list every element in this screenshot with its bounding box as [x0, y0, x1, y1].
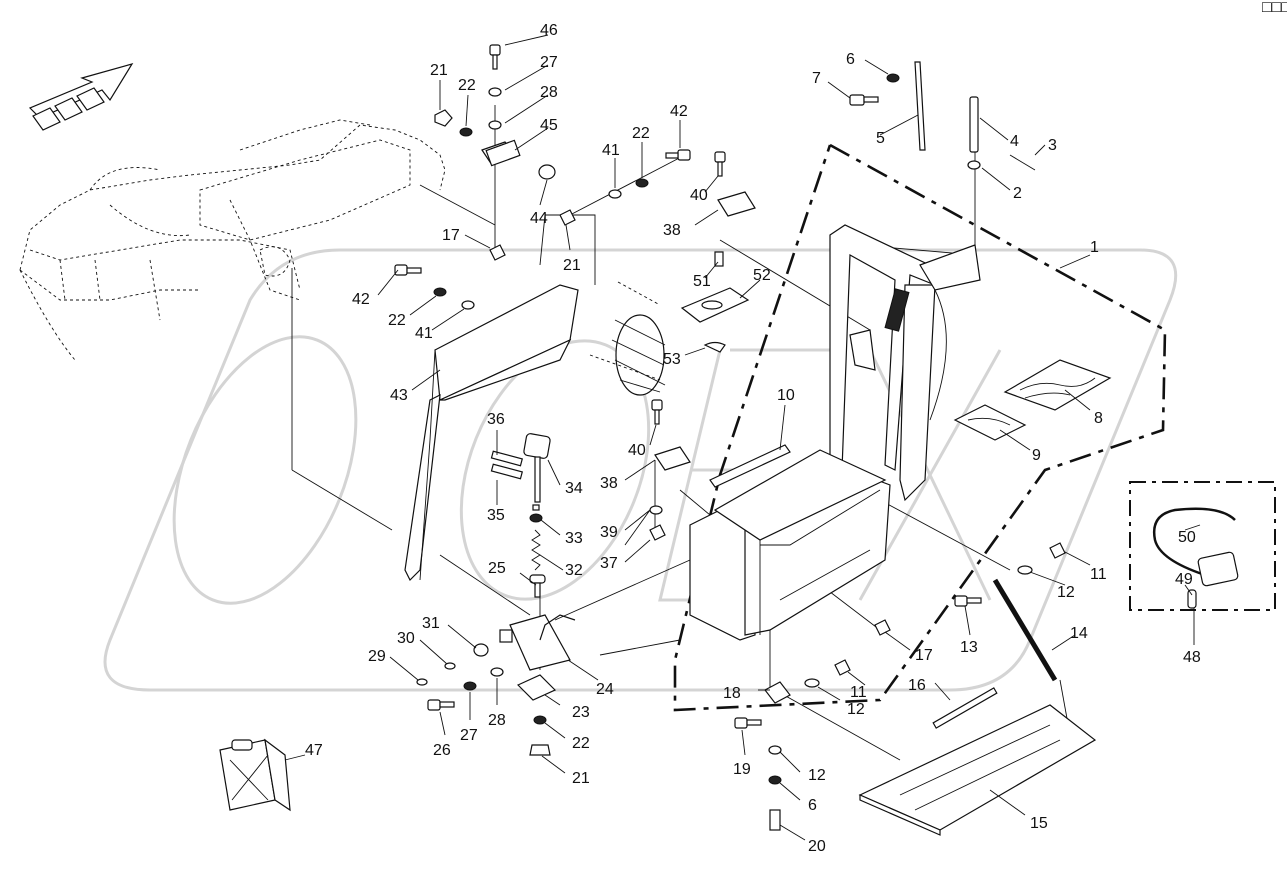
callout-43: 43: [390, 387, 408, 404]
callout-17: 17: [442, 227, 460, 244]
callout-21: 21: [430, 62, 448, 79]
callout-1: 1: [1090, 239, 1099, 256]
callout-33: 33: [565, 530, 583, 547]
decal-8-pattern: [1019, 377, 1096, 399]
callout-34: 34: [565, 480, 583, 497]
callout-12: 12: [1057, 584, 1075, 601]
callout-16: 16: [908, 677, 926, 694]
callout-11: 11: [1090, 566, 1107, 583]
callout-27: 27: [540, 54, 558, 71]
callout-37: 37: [600, 555, 618, 572]
callout-39: 39: [600, 524, 618, 541]
callout-13: 13: [960, 639, 978, 656]
decal-8: [1003, 359, 1112, 411]
mesh-roll: [589, 281, 666, 396]
callout-48: 48: [1183, 649, 1201, 666]
callout-35: 35: [487, 507, 505, 524]
callout-22: 22: [458, 77, 476, 94]
decal-9-pattern: [967, 417, 1011, 426]
callout-23: 23: [572, 704, 590, 721]
callout-25: 25: [488, 560, 506, 577]
callout-30: 30: [397, 630, 415, 647]
callout-labels: 46 27 21 22 28 45 42 22 41 40 44 17 38 2…: [305, 22, 1201, 855]
hinge-bracket: [499, 614, 576, 671]
callout-36: 36: [487, 411, 505, 428]
callout-26: 26: [433, 742, 451, 759]
callout-10: 10: [777, 387, 795, 404]
callout-24: 24: [596, 681, 614, 698]
callout-leaders: [284, 34, 1201, 841]
tractor-frame: [19, 119, 446, 361]
strap-5: [914, 61, 926, 151]
callout-40: 40: [628, 442, 646, 459]
callout-15: 15: [1030, 815, 1048, 832]
cable-50: [1152, 507, 1239, 609]
side-panel: [404, 284, 579, 582]
callout-17: 17: [915, 647, 933, 664]
callout-52: 52: [753, 267, 771, 284]
callout-6: 6: [846, 51, 855, 68]
callout-51: 51: [693, 273, 711, 290]
callout-7: 7: [812, 70, 821, 87]
callout-28: 28: [540, 84, 558, 101]
callout-22: 22: [388, 312, 406, 329]
callout-38: 38: [600, 475, 618, 492]
callout-41: 41: [415, 325, 433, 342]
callout-5: 5: [876, 130, 885, 147]
callout-4: 4: [1010, 133, 1019, 150]
callout-38: 38: [663, 222, 681, 239]
pin-4: [969, 96, 1036, 171]
callout-21: 21: [563, 257, 581, 274]
callout-28: 28: [488, 712, 506, 729]
callout-12: 12: [808, 767, 826, 784]
callout-9: 9: [1032, 447, 1041, 464]
callout-22: 22: [632, 125, 650, 142]
callout-47: 47: [305, 742, 323, 759]
callout-6: 6: [808, 797, 817, 814]
direction-arrow-icon: [28, 63, 134, 131]
callout-42: 42: [352, 291, 370, 308]
washer-2: [967, 160, 981, 170]
callout-44: 44: [530, 210, 548, 227]
kit-48-boundary: [1129, 481, 1276, 611]
fasteners: [394, 44, 1066, 831]
callout-46: 46: [540, 22, 558, 39]
callout-22: 22: [572, 735, 590, 752]
toolbox-group-boundary: [673, 143, 1167, 712]
callout-49: 49: [1175, 571, 1193, 588]
callout-3: 3: [1048, 137, 1057, 154]
callout-32: 32: [565, 562, 583, 579]
clamp-45: [485, 139, 521, 167]
callout-40: 40: [690, 187, 708, 204]
callout-8: 8: [1094, 410, 1103, 427]
callout-41: 41: [602, 142, 620, 159]
callout-29: 29: [368, 648, 386, 665]
corner-mark: □□□: [1262, 0, 1287, 16]
decal-9: [953, 404, 1027, 441]
toolbox: [689, 449, 891, 641]
callout-20: 20: [808, 838, 826, 855]
rod-16: [932, 687, 998, 729]
callout-21: 21: [572, 770, 590, 787]
callout-19: 19: [733, 761, 751, 778]
callout-14: 14: [1070, 625, 1088, 642]
callout-27: 27: [460, 727, 478, 744]
callout-53: 53: [663, 351, 681, 368]
callout-11: 11: [850, 684, 867, 701]
callout-50: 50: [1178, 529, 1196, 546]
callout-31: 31: [422, 615, 440, 632]
callout-42: 42: [670, 103, 688, 120]
decal-10: [709, 444, 791, 488]
callout-18: 18: [723, 685, 741, 702]
assembly-lines: [291, 100, 1071, 761]
lid-15: [858, 704, 1097, 836]
callout-2: 2: [1013, 185, 1022, 202]
callout-45: 45: [540, 117, 558, 134]
callout-12: 12: [847, 701, 865, 718]
gas-strut-14: [992, 578, 1058, 682]
handle-34: [490, 433, 551, 503]
toolbox-bracket: [829, 224, 981, 502]
canister-47: [219, 738, 291, 812]
